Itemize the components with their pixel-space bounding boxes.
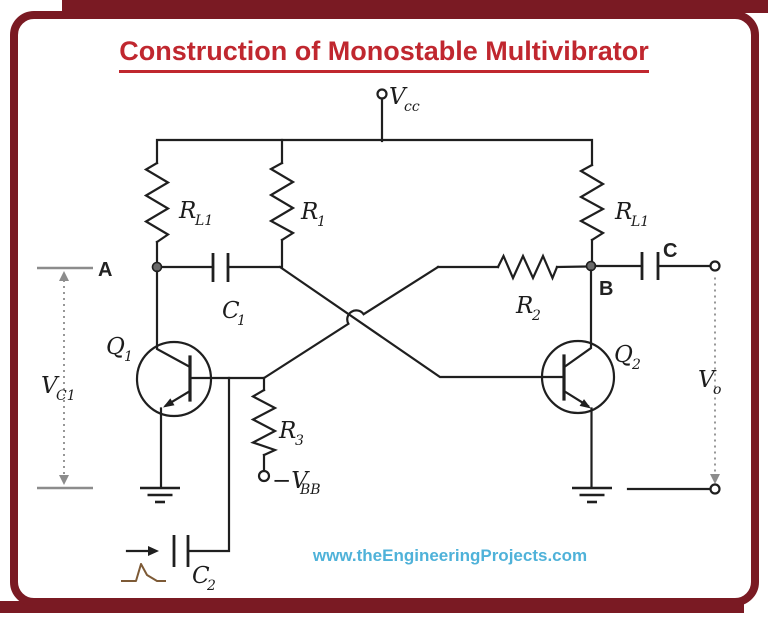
label-c1: C <box>222 298 240 324</box>
resistor-rl1-left <box>143 161 171 264</box>
label-rl1-left-sub: L1 <box>194 213 213 229</box>
label-c2-sub: 2 <box>206 578 216 594</box>
label-rl1-right: R <box>614 199 632 225</box>
capacitor-c1 <box>160 253 282 282</box>
vcc-terminal <box>376 88 388 100</box>
cross-coupling-wires <box>262 265 566 380</box>
vcc-supply <box>155 88 594 167</box>
label-r2: R <box>515 293 533 319</box>
node-b <box>585 260 597 272</box>
label-r1-sub: 1 <box>317 214 326 230</box>
label-vc1-sub: C1 <box>56 388 76 404</box>
output-terminal-bottom <box>709 483 721 495</box>
label-vcc: V <box>389 84 408 110</box>
label-rl1-left: R <box>178 198 196 224</box>
trigger-pulse-waveform <box>121 563 166 582</box>
label-r2-sub: 2 <box>531 308 541 324</box>
label-vbb-sub: BB <box>299 482 321 498</box>
label-vcc-sub: cc <box>404 99 420 115</box>
trigger-arrow <box>148 546 159 556</box>
label-c2: C <box>192 563 210 589</box>
label-q2: Q <box>614 342 633 368</box>
q2-emitter-arrow <box>579 399 591 409</box>
vo-arrow-down <box>710 474 720 484</box>
label-vo-sub: o <box>713 382 721 398</box>
title-wrap: Construction of Monostable Multivibrator <box>0 36 768 73</box>
vbb-terminal <box>257 469 271 483</box>
website-link[interactable]: www.theEngineeringProjects.com <box>312 546 588 565</box>
transistor-q2 <box>540 269 616 489</box>
resistor-r1 <box>268 138 296 269</box>
label-c1-sub: 1 <box>237 313 246 329</box>
label-q1: Q <box>106 334 125 360</box>
label-r1: R <box>300 199 318 225</box>
vc1-arrow-up <box>59 271 69 281</box>
trigger-input <box>121 376 231 582</box>
q1-emitter-arrow <box>163 398 175 408</box>
capacitor-c-output <box>594 252 721 280</box>
resistor-r3 <box>250 376 278 483</box>
transistor-q1 <box>135 270 266 489</box>
label-vo: V <box>698 367 717 393</box>
vc1-measurement <box>37 266 93 490</box>
resistor-r2 <box>436 253 588 281</box>
page-title: Construction of Monostable Multivibrator <box>119 36 649 73</box>
vc1-arrow-down <box>59 475 69 485</box>
label-node-b: B <box>599 278 613 300</box>
label-q2-sub: 2 <box>631 357 641 373</box>
vo-measurement <box>626 277 721 495</box>
label-q1-sub: 1 <box>124 349 133 365</box>
resistor-rl1-right <box>578 163 606 263</box>
border-accent-top <box>62 0 768 13</box>
top-rail <box>155 138 594 167</box>
ground-q2 <box>572 486 612 504</box>
label-r3-sub: 3 <box>295 433 304 449</box>
label-node-c: C <box>663 240 677 262</box>
label-rl1-right-sub: L1 <box>630 214 649 230</box>
wire-hop <box>262 265 440 380</box>
ground-q1 <box>140 486 180 504</box>
output-terminal-top <box>709 260 721 272</box>
label-vc1: V <box>41 373 60 399</box>
diagram-border-frame <box>10 11 759 606</box>
label-node-a: A <box>98 259 112 281</box>
label-r3: R <box>278 418 296 444</box>
label-vbb: −V <box>272 468 310 494</box>
node-a <box>151 261 163 273</box>
